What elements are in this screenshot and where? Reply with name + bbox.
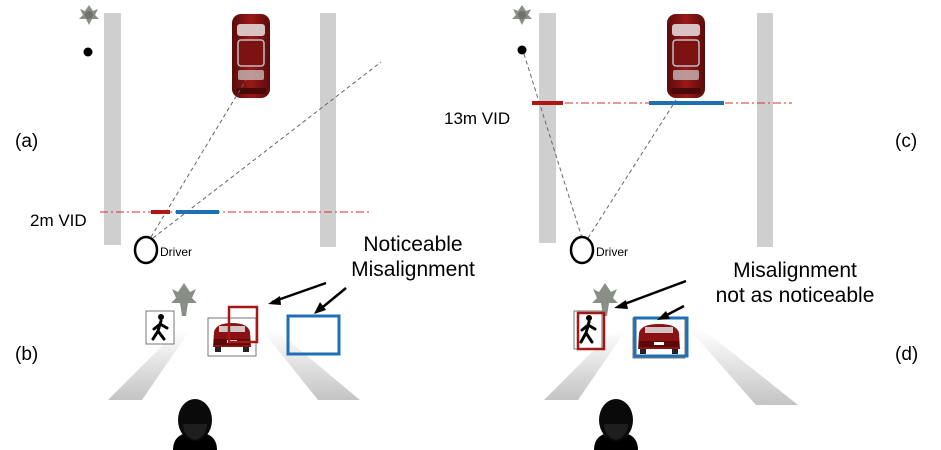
vid-label-13m: 13m VID [444, 109, 511, 128]
car-topview-icon [667, 14, 705, 98]
panel-label-d: (d) [895, 344, 919, 365]
real-object-marker [532, 101, 563, 105]
virtual-object-marker [176, 210, 219, 214]
tree-icon [79, 5, 99, 25]
panel-b-driverview [108, 281, 360, 450]
road-lane-right [690, 330, 798, 405]
panel-a-topview [79, 5, 382, 265]
callout-arrow-2-head [314, 302, 326, 314]
road-lane-left [544, 330, 626, 400]
landmark-dot-icon [517, 45, 527, 55]
driver-position-icon [569, 235, 595, 265]
callout-noticeable: Noticeable Misalignment [328, 232, 498, 282]
car-topview-icon [232, 14, 270, 98]
callout-arrow-1-head [268, 296, 281, 305]
panel-d-driverview [544, 279, 798, 450]
callout-not-noticeable-line2: not as noticeable [715, 284, 875, 307]
virtual-object-marker [649, 101, 724, 105]
callout-noticeable-line1: Noticeable [363, 233, 463, 256]
landmark-dot-icon [83, 47, 93, 57]
callout-arrow-1-head [614, 300, 628, 309]
tree-icon [171, 283, 197, 316]
road-edge-left [104, 13, 121, 245]
driver-head-icon [173, 399, 217, 450]
car-rear-icon [207, 317, 257, 357]
vid-label-2m: 2m VID [30, 211, 87, 230]
callout-arrow-1 [618, 279, 687, 308]
driver-label-left: Driver [160, 245, 192, 259]
callout-arrow-1 [271, 281, 327, 304]
driver-position-icon [133, 235, 159, 265]
road-edge-right [757, 13, 773, 247]
real-overlay-box [576, 311, 606, 351]
sight-line-to-car [587, 99, 677, 239]
road-lane-right [262, 330, 360, 400]
tree-icon [512, 5, 532, 25]
panel-label-a: (a) [15, 131, 39, 152]
real-overlay-box [227, 305, 259, 344]
road-lane-left [108, 330, 190, 400]
driver-head-icon [594, 399, 638, 450]
callout-not-noticeable: Misalignment not as noticeable [690, 258, 900, 308]
callout-arrow-2-head [657, 311, 670, 320]
road-edge-right [320, 13, 336, 247]
driver-label-right: Driver [596, 245, 628, 259]
tree-icon [592, 283, 618, 316]
real-object-marker [151, 210, 170, 214]
callout-noticeable-line2: Misalignment [351, 258, 475, 281]
panel-c-topview [512, 5, 792, 265]
callout-not-noticeable-line1: Misalignment [733, 259, 857, 282]
pedestrian-sign-icon [145, 310, 175, 345]
car-rear-icon [632, 317, 686, 359]
virtual-overlay-box [286, 314, 341, 356]
sight-line-to-virtual [152, 61, 382, 239]
panel-label-b: (b) [15, 344, 39, 365]
panel-label-c: (c) [895, 131, 918, 152]
